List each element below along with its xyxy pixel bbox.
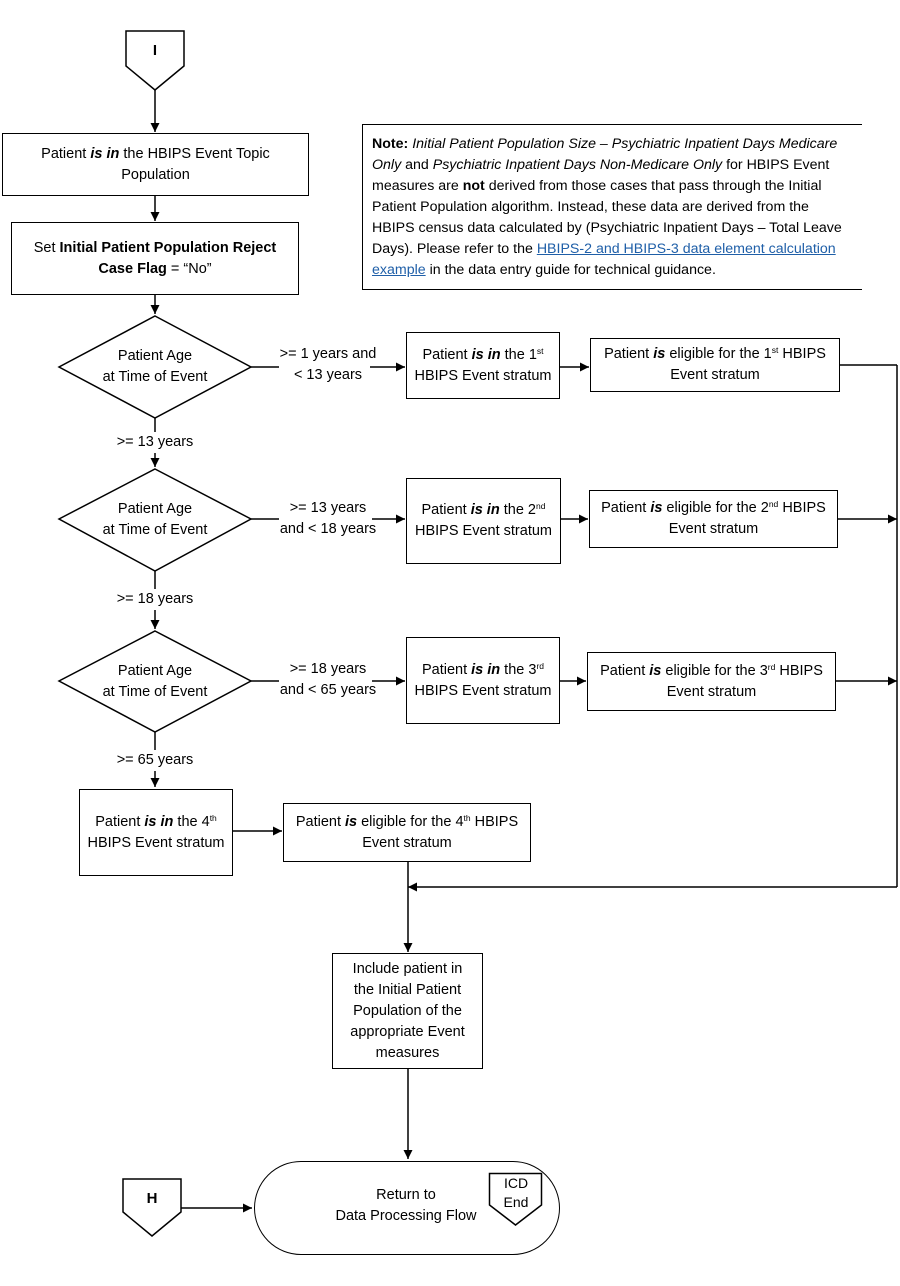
note-box: Note: Initial Patient Population Size – … [362,124,862,290]
topic-population-box: Patient is in the HBIPS Event Topic Popu… [2,133,309,196]
branch-label-age-65-plus: >= 65 years [95,750,215,771]
include-patient-box: Include patient in the Initial Patient P… [332,953,483,1069]
return-text: Return to Data Processing Flow [335,1187,477,1224]
icd-end-connector [488,1172,543,1226]
note-label: Note: [372,136,409,152]
stratum-box-1: Patient is in the 1st HBIPS Event stratu… [406,332,560,399]
data-element-calculation-link[interactable]: HBIPS-2 and HBIPS-3 data element calcula… [372,241,836,278]
branch-label-age-18-65: >= 18 years and < 65 years [279,661,377,698]
connector-h-shape [122,1178,182,1237]
decision-3: Patient Age at Time of Event [102,662,208,700]
branch-label-age-18-plus: >= 18 years [95,589,215,610]
stratum-box-3: Patient is in the 3rd HBIPS Event stratu… [406,637,560,724]
decision-1: Patient Age at Time of Event [102,348,208,385]
connector-i: I [126,42,184,59]
connector-h: H [123,1190,181,1207]
eligible-box-2: Patient is eligible for the 2nd HBIPS Ev… [589,490,838,548]
stratum-box-2: Patient is in the 2nd HBIPS Event stratu… [406,478,561,564]
eligible-box-4: Patient is eligible for the 4th HBIPS Ev… [283,803,531,862]
connector-i-label: I [152,42,158,59]
branch-label-age-1-13: >= 1 years and < 13 years [279,346,377,383]
branch-label-age-13-plus: >= 13 years [95,432,215,453]
connector-i-shape [125,30,185,91]
branch-label-age-13-18: >= 13 years and < 18 years [279,500,377,537]
connector-h-label: H [146,1190,158,1207]
icd-end-label: ICD End [503,1175,529,1210]
eligible-box-3: Patient is eligible for the 3rd HBIPS Ev… [587,652,836,711]
topic-population-text: Patient is in the HBIPS Event Topic Popu… [41,145,270,183]
stratum-box-4: Patient is in the 4th HBIPS Event stratu… [79,789,233,876]
eligible-box-1: Patient is eligible for the 1st HBIPS Ev… [590,338,840,392]
include-patient-text: Include patient in the Initial Patient P… [350,960,465,1061]
reject-flag-box: Set Initial Patient Population Reject Ca… [11,222,299,295]
reject-flag-text: Set Initial Patient Population Reject Ca… [33,239,277,277]
decision-2: Patient Age at Time of Event [102,501,208,538]
